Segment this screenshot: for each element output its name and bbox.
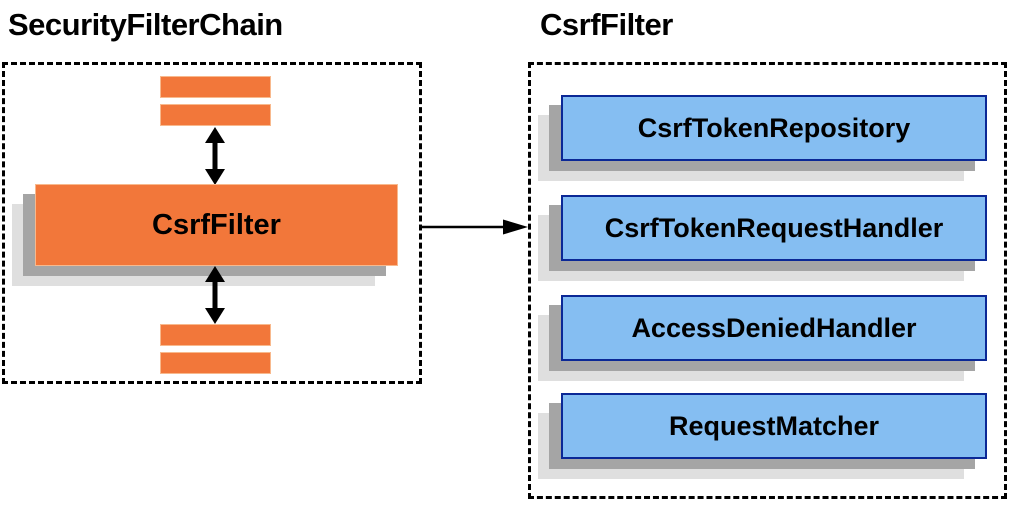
csrf-token-repository-node: CsrfTokenRepository — [538, 95, 987, 181]
csrf-filter-title: CsrfFilter — [540, 7, 673, 42]
filter-placeholder-bar — [160, 352, 271, 374]
access-denied-handler-node: AccessDeniedHandler — [538, 295, 987, 381]
component-node-face: CsrfTokenRequestHandler — [561, 195, 987, 261]
filter-placeholder-bar — [160, 324, 271, 346]
security-filter-chain-boundary — [2, 62, 422, 384]
request-matcher-node: RequestMatcher — [538, 393, 987, 479]
component-node-label: CsrfTokenRequestHandler — [604, 212, 944, 243]
component-node-face: AccessDeniedHandler — [561, 295, 987, 361]
filter-placeholder-bar — [160, 76, 271, 98]
component-node-face: RequestMatcher — [561, 393, 987, 459]
component-node-label: RequestMatcher — [668, 410, 880, 441]
csrf-filter-boundary — [528, 62, 1007, 499]
csrf-token-request-handler-node: CsrfTokenRequestHandler — [538, 195, 987, 281]
security-filter-chain-title: SecurityFilterChain — [8, 7, 283, 42]
filter-placeholder-bar — [160, 104, 271, 126]
csrf-filter-node-label: CsrfFilter — [152, 208, 281, 241]
bidirectional-arrow-icon — [205, 266, 225, 324]
bidirectional-arrow-icon — [205, 127, 225, 185]
component-node-label: AccessDeniedHandler — [631, 312, 917, 343]
flow-arrow-icon — [422, 219, 528, 235]
component-node-face: CsrfTokenRepository — [561, 95, 987, 161]
csrf-filter-node-face: CsrfFilter — [35, 184, 398, 266]
component-node-label: CsrfTokenRepository — [637, 112, 911, 143]
csrf-filter-node: CsrfFilter — [12, 184, 398, 286]
